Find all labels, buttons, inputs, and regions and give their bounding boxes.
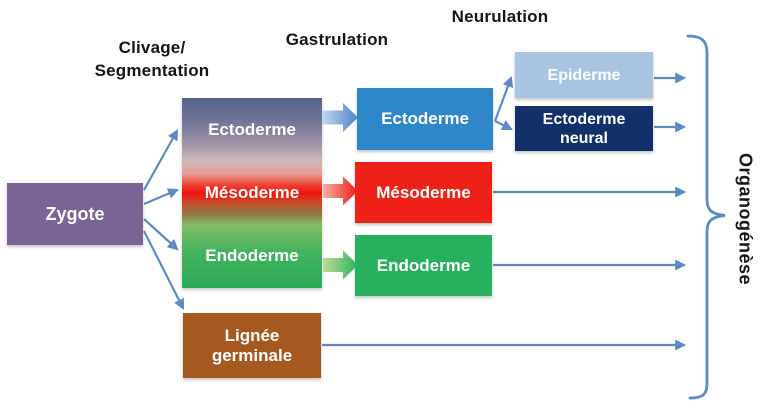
stage-label-clivage-segmentation: Clivage/ Segmentation [94, 38, 210, 80]
germ-layers-box: Ectoderme Mésoderme Endoderme [182, 98, 322, 288]
zygote-box: Zygote [7, 183, 143, 245]
arrow-ectoderme-to-ectoderme-neural [494, 120, 513, 130]
gastrulation-ectoderme-box: Ectoderme [357, 88, 493, 150]
gastrulation-mesoderme-box: Mésoderme [355, 162, 492, 223]
germ-layer-endoderme: Endoderme [205, 246, 299, 266]
stage-label-gastrulation: Gastrulation [285, 30, 389, 49]
block-arrow-endoderme [323, 250, 358, 280]
neurulation-ectoderme-neural-box: Ectoderme neural [515, 106, 653, 151]
arrow-zygote-to-ectoderme [143, 129, 179, 191]
arrow-zygote-to-mesoderme [143, 188, 180, 206]
neurulation-epiderme-box: Epiderme [515, 52, 653, 98]
arrow-zygote-to-lignee-germinale [143, 230, 184, 310]
block-arrow-mesoderme [323, 176, 358, 206]
block-arrow-ectoderme [322, 103, 358, 132]
germ-layer-mesoderme: Mésoderme [204, 182, 300, 202]
arrow-ectoderme-to-epiderme [493, 75, 514, 122]
stage-label-neurulation: Neurulation [451, 7, 549, 26]
stage-label-organogenese: Organogénèse [735, 152, 756, 286]
organogenese-brace [686, 34, 726, 400]
gastrulation-endoderme-box: Endoderme [355, 235, 492, 296]
germ-layer-ectoderme: Ectoderme [208, 119, 296, 139]
lignee-germinale-box: Lignée germinale [183, 313, 321, 378]
arrow-zygote-to-endoderme [143, 218, 179, 251]
